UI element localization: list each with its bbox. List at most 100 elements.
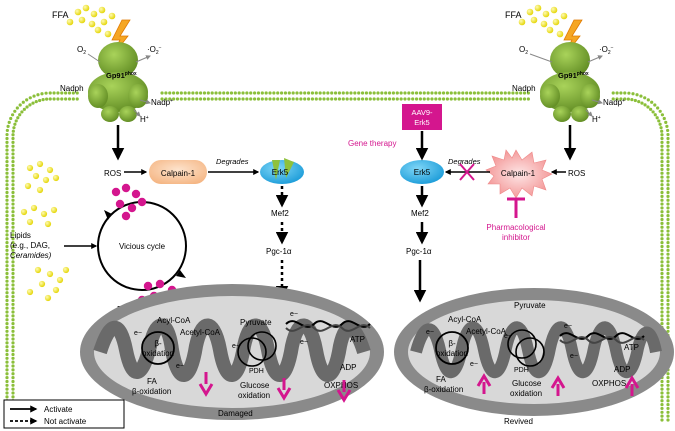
membrane-lipid-head <box>468 91 473 95</box>
membrane-lipid-head <box>660 271 664 276</box>
membrane-lipid-head <box>615 97 619 101</box>
membrane-lipid-head <box>515 91 519 95</box>
degrades-label-left: Degrades <box>216 157 249 166</box>
membrane-lipid-head <box>666 229 670 233</box>
cell-membrane <box>5 91 670 422</box>
membrane-lipid-head <box>660 302 664 306</box>
membrane-lipid-head <box>660 283 664 287</box>
membrane-lipid-head <box>5 368 9 372</box>
membrane-lipid-head <box>660 295 664 299</box>
membrane-lipid-head <box>660 233 664 237</box>
membrane-lipid-head <box>646 98 650 102</box>
svg-text:PDH: PDH <box>514 367 529 374</box>
membrane-lipid-head <box>492 97 496 101</box>
mef2-label-right: Mef2 <box>411 209 429 218</box>
membrane-lipid-head <box>660 133 664 137</box>
membrane-lipid-head <box>353 97 357 101</box>
membrane-lipid-head <box>660 310 664 314</box>
svg-text:FA: FA <box>147 377 157 386</box>
membrane-lipid-head <box>403 97 407 101</box>
membrane-lipid-head <box>660 140 664 144</box>
lipids-label: Lipids (e.g., DAG, Ceramides) <box>10 231 52 260</box>
membrane-lipid-head <box>5 233 9 237</box>
membrane-lipid-head <box>666 217 670 222</box>
svg-text:ATP: ATP <box>624 343 639 352</box>
membrane-lipid-head <box>495 91 500 95</box>
membrane-lipid-head <box>660 229 664 233</box>
membrane-lipid-head <box>206 97 210 101</box>
membrane-lipid-head <box>299 91 303 95</box>
membrane-lipid-head <box>660 190 664 195</box>
membrane-lipid-head <box>333 97 338 101</box>
membrane-lipid-head <box>25 98 29 102</box>
membrane-lipid-head <box>5 379 9 384</box>
membrane-lipid-head <box>660 395 664 399</box>
lipid-dot <box>26 218 34 226</box>
membrane-lipid-head <box>241 97 245 101</box>
membrane-lipid-head <box>426 97 430 101</box>
membrane-lipid-head <box>360 97 365 101</box>
membrane-lipid-head <box>5 306 9 310</box>
membrane-lipid-head <box>666 402 670 407</box>
gp91-label: Gp91 <box>106 71 125 80</box>
membrane-lipid-head <box>11 156 15 160</box>
membrane-lipid-head <box>660 160 664 164</box>
svg-text:Ceramides): Ceramides) <box>10 251 52 260</box>
membrane-lipid-head <box>418 91 423 95</box>
membrane-lipid-head <box>660 113 665 117</box>
membrane-lipid-head <box>411 91 415 95</box>
ros-dot <box>111 187 121 197</box>
membrane-lipid-head <box>11 287 15 291</box>
membrane-lipid-head <box>52 97 56 101</box>
membrane-lipid-head <box>666 152 670 156</box>
membrane-lipid-head <box>430 91 434 95</box>
ffa-dot <box>560 12 568 20</box>
membrane-lipid-head <box>5 190 9 195</box>
membrane-lipid-head <box>666 387 670 391</box>
membrane-lipid-head <box>5 325 9 330</box>
membrane-lipid-head <box>666 237 670 241</box>
membrane-lipid-head <box>222 91 226 95</box>
membrane-lipid-head <box>11 391 15 395</box>
membrane-lipid-head <box>5 321 9 326</box>
ros-dot <box>137 197 147 207</box>
membrane-lipid-head <box>666 256 670 260</box>
svg-text:(e.g., DAG,: (e.g., DAG, <box>10 241 50 250</box>
membrane-lipid-head <box>658 122 662 126</box>
membrane-lipid-head <box>241 91 245 95</box>
membrane-lipid-head <box>187 91 191 95</box>
ros-dot <box>115 199 125 209</box>
membrane-lipid-head <box>36 93 40 97</box>
membrane-lipid-head <box>5 383 9 387</box>
membrane-lipid-head <box>11 252 15 256</box>
membrane-lipid-head <box>233 91 237 95</box>
membrane-lipid-head <box>666 175 670 179</box>
membrane-lipid-head <box>164 97 168 101</box>
membrane-lipid-head <box>60 91 64 95</box>
membrane-lipid-head <box>11 221 15 225</box>
ffa-dot <box>546 26 554 34</box>
membrane-lipid-head <box>295 97 299 101</box>
membrane-lipid-head <box>11 318 15 322</box>
membrane-lipid-head <box>665 124 669 128</box>
membrane-lipid-head <box>461 91 465 95</box>
membrane-lipid-head <box>11 268 15 272</box>
membrane-lipid-head <box>660 202 664 206</box>
svg-text:ADP: ADP <box>614 365 630 374</box>
membrane-lipid-head <box>353 91 357 95</box>
membrane-lipid-head <box>279 97 284 101</box>
membrane-lipid-head <box>5 283 9 287</box>
membrane-lipid-head <box>5 298 9 303</box>
membrane-lipid-head <box>472 97 476 101</box>
svg-text:Pyruvate: Pyruvate <box>240 318 272 327</box>
membrane-lipid-head <box>660 314 664 318</box>
membrane-lipid-head <box>264 91 268 95</box>
membrane-lipid-head <box>326 97 330 101</box>
membrane-lipid-head <box>5 372 9 376</box>
lipid-dot <box>44 294 52 302</box>
ffa-dot <box>540 20 548 28</box>
membrane-lipid-head <box>666 318 670 322</box>
membrane-lipid-head <box>5 329 9 333</box>
membrane-lipid-head <box>202 91 207 95</box>
